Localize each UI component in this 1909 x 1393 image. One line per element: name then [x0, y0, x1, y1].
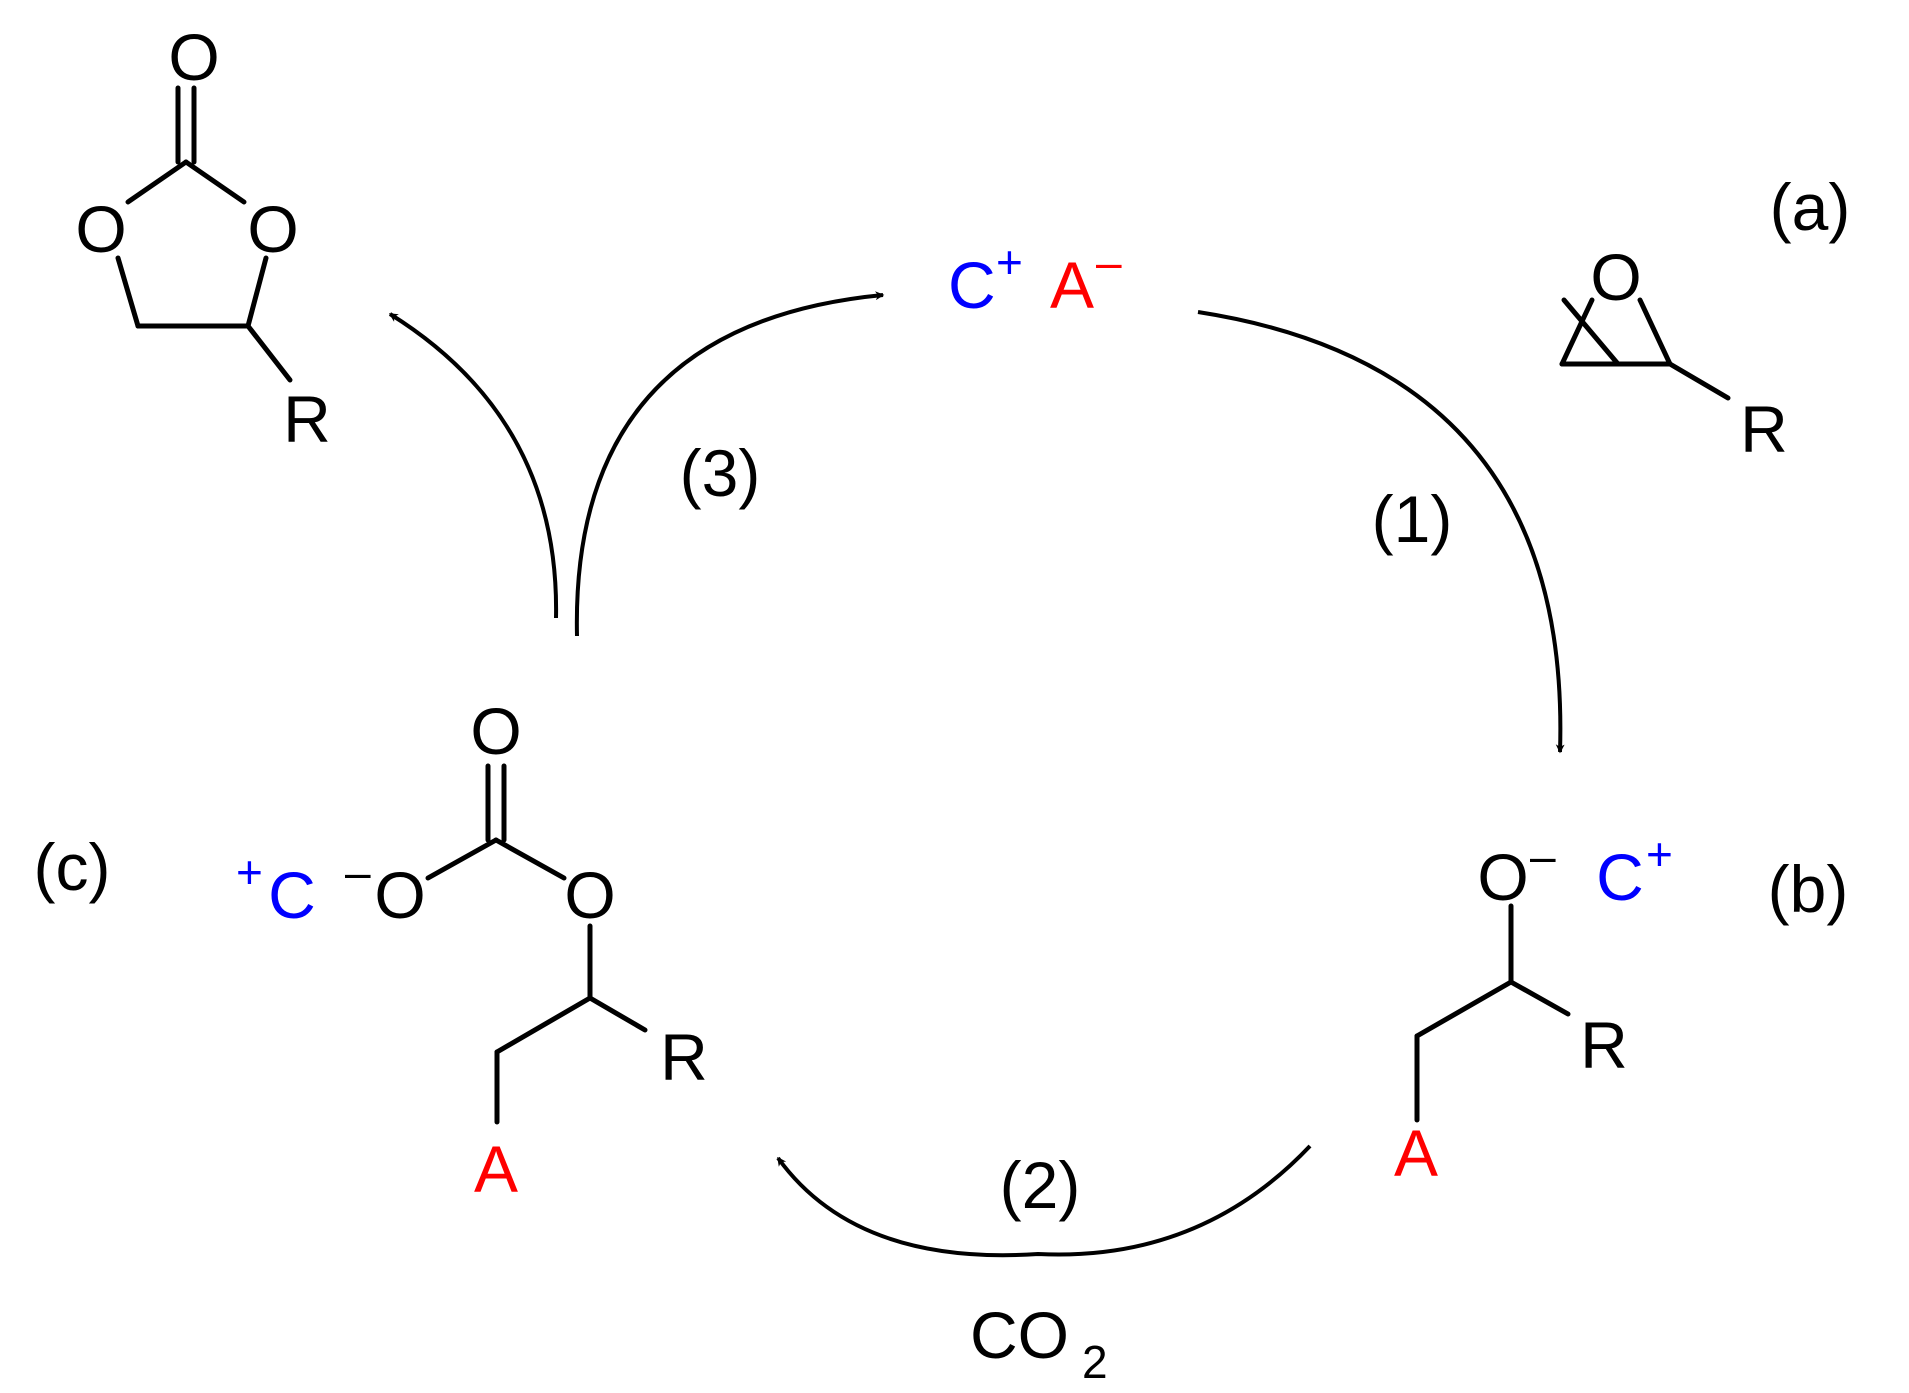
carbonate-counter-cation: C — [268, 858, 316, 932]
epoxide-substituent-r: R — [1740, 392, 1788, 466]
alkoxide-counter-cation-charge: + — [1646, 828, 1673, 880]
carbonate-ester-oxygen: O — [564, 858, 615, 932]
carbonate-intermediate: + C – O O O R A — [236, 694, 708, 1206]
co2-formula: CO — [970, 1298, 1069, 1372]
label-b: (b) — [1768, 852, 1849, 926]
co2-subscript: 2 — [1082, 1336, 1108, 1388]
cyclic-carbonate-product: O O O R — [75, 20, 331, 456]
carbonate-carbonyl-oxygen: O — [470, 694, 521, 768]
ring-bond-c-o-left — [125, 159, 189, 205]
epoxide-bond-c1-o — [1559, 297, 1595, 367]
alkoxide-charge: – — [1530, 830, 1556, 882]
label-a: (a) — [1770, 170, 1851, 244]
intermediate-c-anion-group: A — [474, 1132, 518, 1206]
substituent-r: R — [283, 382, 331, 456]
alkoxide-counter-cation: C — [1596, 840, 1644, 914]
epoxide-oxygen: O — [1590, 240, 1641, 314]
alkoxide-intermediate: O – C + R A — [1394, 828, 1673, 1190]
catalyst-anion-charge: – — [1096, 236, 1122, 288]
carbonate-counter-cation-charge: + — [236, 846, 263, 898]
alkoxide-oxygen: O — [1477, 840, 1528, 914]
catalyst-cation: C — [948, 248, 996, 322]
ring-bond-ch-o — [245, 255, 269, 329]
ring-oxygen-right: O — [247, 192, 298, 266]
intermediate-c-substituent-r: R — [660, 1020, 708, 1094]
ring-bond-c-o-right — [183, 159, 247, 205]
step-2-arrow — [776, 1144, 1312, 1258]
ring-bond-o-ch2 — [115, 255, 141, 329]
carbonate-c-o-minus — [425, 837, 499, 881]
step-2-label: (2) — [1000, 1148, 1081, 1222]
bond-ch-ch2 — [1414, 979, 1514, 1039]
intermediate-b-substituent-r: R — [1580, 1008, 1628, 1082]
bond-to-r — [245, 323, 293, 383]
step-3-arrow-to-product — [388, 312, 559, 619]
step-1-arrow — [1197, 310, 1565, 754]
catalyst-cation-charge: + — [996, 236, 1023, 288]
co2-reagent: CO 2 — [970, 1298, 1108, 1388]
epoxide-bond-o-c2 — [1637, 297, 1673, 367]
label-c: (c) — [34, 830, 111, 904]
carbonate-c-o-ester — [493, 837, 567, 881]
epoxide-substrate: O R — [1559, 240, 1788, 466]
carbonate-oxygen-anionic: O — [374, 858, 425, 932]
catalyst-ion-pair: C + A – — [948, 236, 1122, 322]
intermediate-b-anion-group: A — [1394, 1116, 1438, 1190]
epoxide-bond-o-c1 — [1561, 297, 1621, 367]
bond-ch-r — [1508, 979, 1571, 1017]
step-1-label: (1) — [1372, 482, 1453, 556]
carbonate-oxygen-charge: – — [345, 846, 371, 898]
ring-oxygen-left: O — [75, 192, 126, 266]
step-3-arrow-to-catalyst — [574, 291, 885, 637]
step-3-label: (3) — [680, 436, 761, 510]
carbonyl-oxygen: O — [168, 20, 219, 94]
catalyst-anion: A — [1050, 248, 1094, 322]
bond-ch-r-c — [587, 995, 648, 1033]
bond-ch-ch2-c — [494, 995, 593, 1055]
epoxide-bond-to-r — [1667, 361, 1731, 401]
